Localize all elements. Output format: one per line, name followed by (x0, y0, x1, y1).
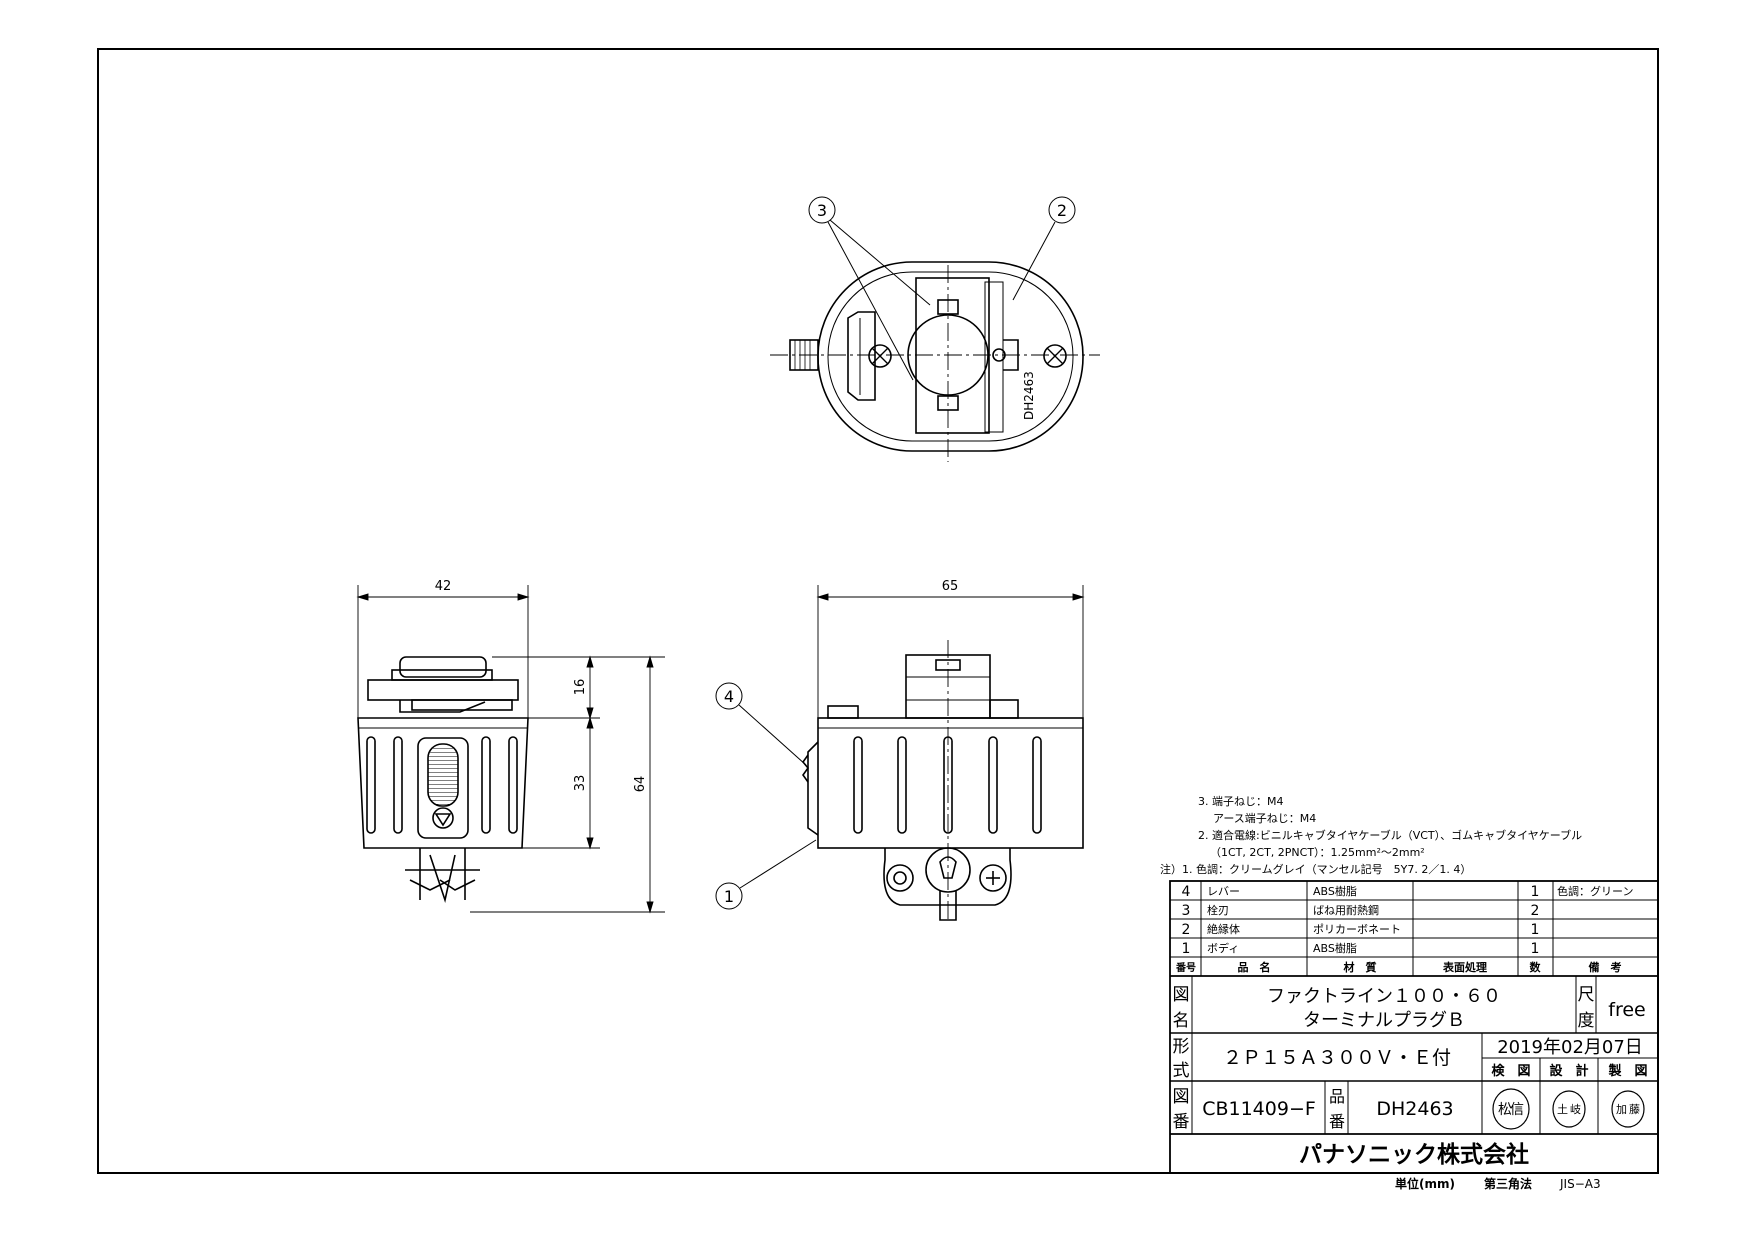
projection-label: 第三角法 (1484, 1176, 1532, 1191)
dim-height-top: 16 (573, 679, 588, 696)
row-material: ABS樹脂 (1313, 884, 1357, 898)
row-no: 4 (1182, 884, 1191, 900)
parts-table: 4 レバー ABS樹脂 1 色調：グリーン 3 栓刃 ばね用耐熱鋼 2 2 絶縁… (1175, 884, 1633, 974)
label-shakudo-b: 度 (1578, 1011, 1595, 1031)
stamp-kato: 加藤 (1616, 1103, 1640, 1116)
note-3b: アース端子ねじ：M4 (1213, 812, 1316, 825)
top-view (770, 261, 1100, 462)
note-3a: 3. 端子ねじ：M4 (1198, 795, 1283, 808)
label-hinban-b: 番 (1329, 1112, 1345, 1131)
row-material: ポリカーボネート (1313, 923, 1401, 936)
note-1: 注）1. 色調：クリームグレイ（マンセル記号 5Y7. 2／1. 4） (1160, 862, 1471, 876)
callout-3-top (808, 196, 931, 381)
drawing-title-line2: ターミナルプラグＢ (1303, 1010, 1465, 1031)
drawing-title-line1: ファクトライン１００・６０ (1267, 986, 1501, 1007)
top-view-marking: DH2463 (1022, 371, 1036, 420)
row-name: 栓刃 (1207, 903, 1229, 917)
side-view (801, 640, 1084, 921)
unit-label: 単位(mm) (1395, 1176, 1455, 1191)
paper-size-label: JIS−A3 (1559, 1177, 1601, 1191)
note-2b: （1CT, 2CT, 2PNCT）：1.25mm²～2mm² (1210, 846, 1425, 859)
row-name: 絶縁体 (1207, 922, 1240, 936)
stamp-toki: 土岐 (1557, 1103, 1581, 1116)
header-remarks: 備 考 (1589, 960, 1622, 974)
label-keishiki-a: 形 (1173, 1037, 1190, 1057)
callout-1 (715, 839, 817, 910)
row-qty: 2 (1531, 903, 1540, 919)
callout-2-label: 2 (1057, 201, 1067, 220)
model-rating: ２Ｐ１５Ａ３００Ｖ・Ｅ付 (1223, 1047, 1451, 1069)
label-hinban-a: 品 (1329, 1087, 1345, 1106)
label-draft: 製 図 (1607, 1063, 1647, 1079)
callout-4-label: 4 (724, 687, 734, 706)
drawing-date: 2019年02月07日 (1497, 1037, 1643, 1058)
label-zumei-b: 名 (1173, 1011, 1190, 1031)
row-remarks: 色調：グリーン (1557, 884, 1633, 898)
row-name: レバー (1207, 885, 1240, 898)
front-dimensions (356, 585, 665, 914)
company-name: パナソニック株式会社 (1299, 1141, 1529, 1168)
row-material: ABS樹脂 (1313, 941, 1357, 955)
row-qty: 1 (1531, 884, 1540, 900)
header-finish: 表面処理 (1442, 960, 1487, 974)
notes: 3. 端子ねじ：M4 アース端子ねじ：M4 2. 適合電線:ビニルキャブタイヤケ… (1160, 795, 1582, 876)
row-no: 2 (1182, 922, 1191, 938)
title-block-lines (1169, 880, 1659, 1174)
note-2a: 2. 適合電線:ビニルキャブタイヤケーブル（VCT）、ゴムキャブタイヤケーブル (1198, 828, 1582, 842)
row-name: ボディ (1207, 941, 1239, 955)
dim-height-body: 33 (573, 775, 588, 792)
callout-3-label: 3 (817, 201, 827, 220)
row-no: 3 (1182, 903, 1191, 919)
approval-stamps (1492, 1088, 1645, 1130)
row-material: ばね用耐熱鋼 (1313, 903, 1379, 917)
row-qty: 1 (1531, 941, 1540, 957)
dim-width-front: 42 (435, 579, 452, 594)
scale-value: free (1608, 999, 1645, 1021)
row-qty: 1 (1531, 922, 1540, 938)
label-keishiki-b: 式 (1173, 1061, 1190, 1081)
header-name: 品 名 (1238, 960, 1271, 974)
label-zuban-a: 図 (1173, 1087, 1190, 1107)
label-check: 検 図 (1491, 1063, 1530, 1079)
part-number: DH2463 (1376, 1098, 1453, 1120)
header-no: 番号 (1175, 961, 1196, 974)
header-material: 材 質 (1344, 960, 1377, 974)
stamp-matsunobu: 松信 (1498, 1102, 1524, 1118)
callout-1-label: 1 (724, 887, 734, 906)
drawing-number: CB11409−F (1202, 1098, 1316, 1120)
callout-2-top (1012, 196, 1076, 301)
label-design: 設 計 (1549, 1063, 1588, 1079)
sheet-border (97, 48, 1659, 1174)
label-shakudo-a: 尺 (1578, 985, 1595, 1005)
callout-4 (715, 682, 807, 766)
header-qty: 数 (1530, 960, 1542, 974)
label-zumei-a: 図 (1173, 985, 1190, 1005)
row-no: 1 (1182, 941, 1191, 957)
title-block: 図 名 ファクトライン１００・６０ ターミナルプラグＢ 尺 度 free 形 式… (1173, 985, 1648, 1132)
dim-width-side: 65 (942, 579, 959, 594)
dim-height-total: 64 (633, 776, 648, 793)
front-view (357, 656, 529, 903)
side-dimensions (816, 585, 1085, 718)
label-zuban-b: 番 (1173, 1112, 1190, 1132)
